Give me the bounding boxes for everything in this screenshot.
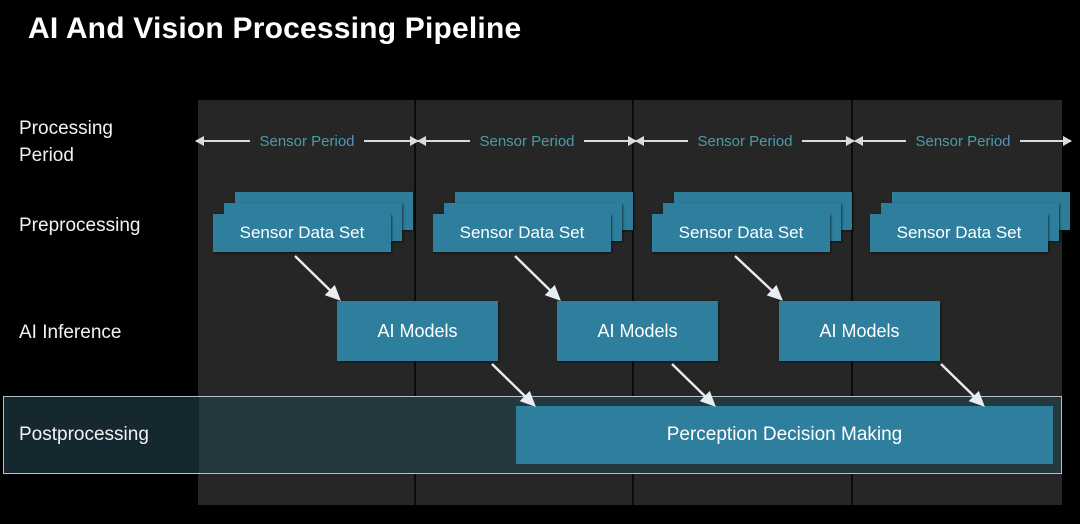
ai-models-box-1[interactable]: AI Models [337,301,498,361]
ai-models-box-2[interactable]: AI Models [557,301,718,361]
sensor-data-set-stack-4[interactable]: Sensor Data Set [870,192,1070,252]
sensor-data-set-stack-2[interactable]: Sensor Data Set [433,192,633,252]
stack-card-front: Sensor Data Set [652,214,830,252]
stack-card-front: Sensor Data Set [213,214,391,252]
page-title: AI And Vision Processing Pipeline [28,12,522,45]
sensor-period-span-4: Sensor Period [853,131,1073,151]
stack-card-front: Sensor Data Set [433,214,611,252]
row-label-preprocessing: Preprocessing [19,215,141,236]
sensor-data-set-label: Sensor Data Set [459,223,585,242]
perception-decision-making-bar[interactable]: Perception Decision Making [516,406,1053,464]
arrow-left-head-icon [853,136,907,146]
row-label-line-1: Processing [19,118,113,139]
arrow-left-head-icon [194,136,251,146]
sensor-period-label: Sensor Period [915,132,1011,150]
sensor-period-label: Sensor Period [259,132,355,150]
row-label-ai-inference: AI Inference [19,322,122,343]
sensor-period-label: Sensor Period [479,132,575,150]
arrow-left-head-icon [416,136,471,146]
arrow-right-head-icon [1019,136,1073,146]
sensor-period-span-2: Sensor Period [416,131,638,151]
sensor-data-set-label: Sensor Data Set [896,223,1022,242]
arrow-right-head-icon [363,136,420,146]
sensor-period-span-1: Sensor Period [194,131,420,151]
sensor-data-set-label: Sensor Data Set [678,223,804,242]
sensor-period-span-3: Sensor Period [634,131,856,151]
arrow-right-head-icon [801,136,856,146]
row-label-line-2: Period [19,145,74,166]
arrow-right-head-icon [583,136,638,146]
sensor-period-label: Sensor Period [697,132,793,150]
row-label-postprocessing: Postprocessing [19,424,149,445]
sensor-data-set-stack-3[interactable]: Sensor Data Set [652,192,852,252]
stack-card-front: Sensor Data Set [870,214,1048,252]
ai-models-box-3[interactable]: AI Models [779,301,940,361]
row-label-processing-period: Processing Period [19,115,113,169]
arrow-left-head-icon [634,136,689,146]
sensor-data-set-stack-1[interactable]: Sensor Data Set [213,192,413,252]
sensor-data-set-label: Sensor Data Set [239,223,365,242]
